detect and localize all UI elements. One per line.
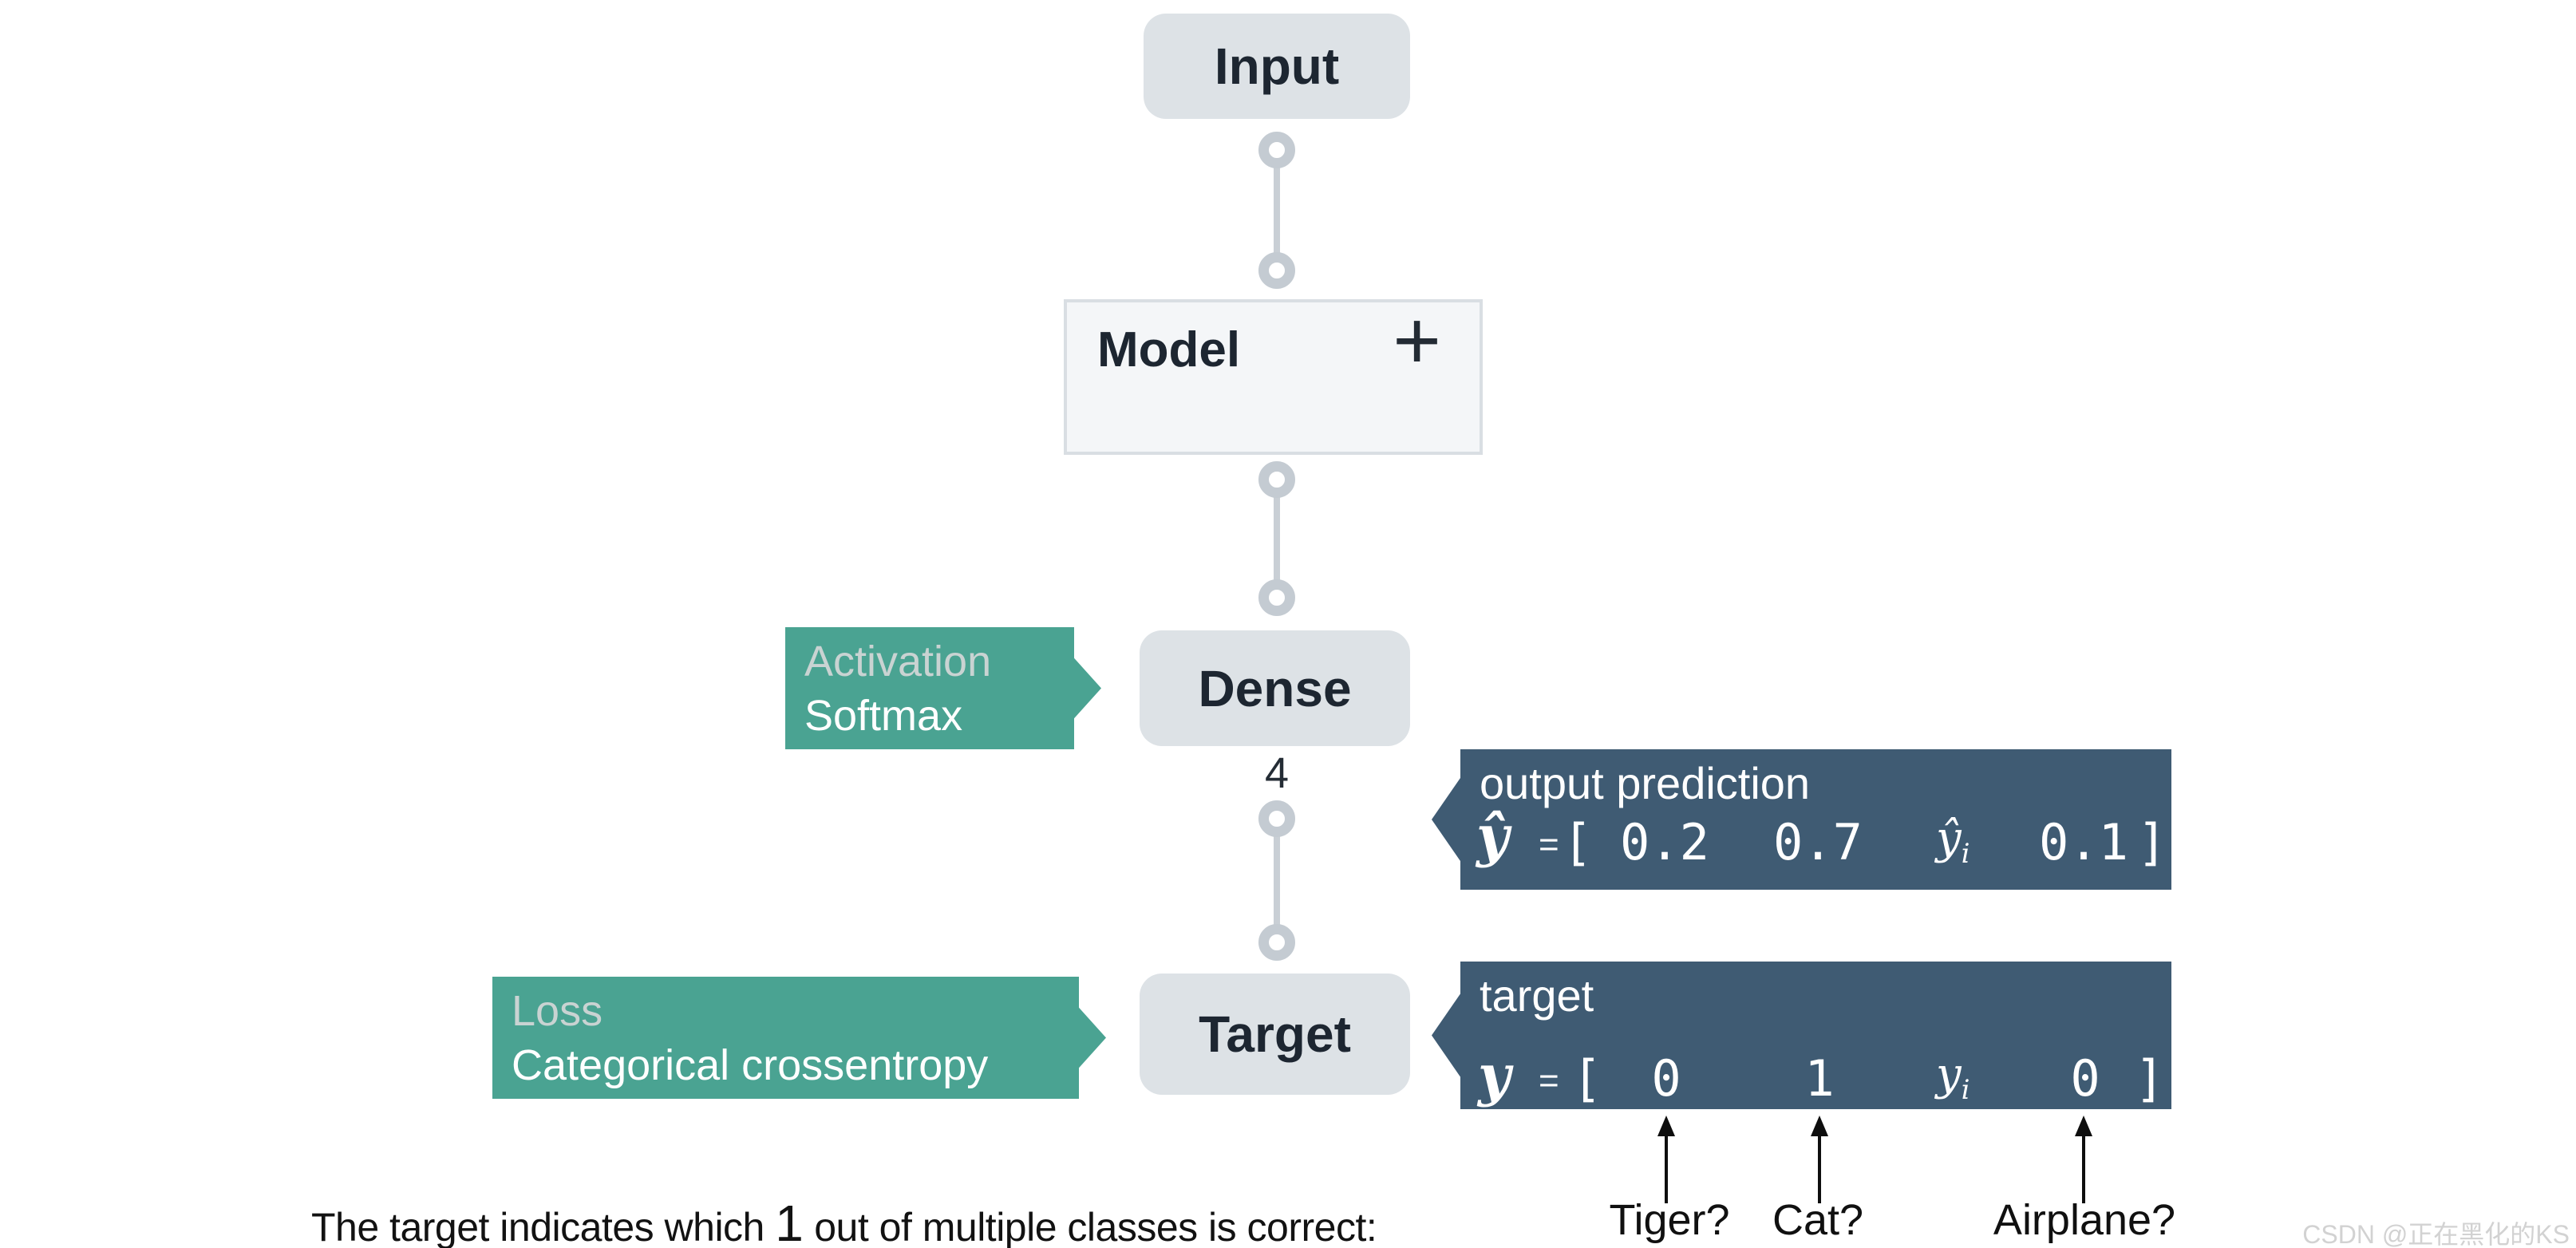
equals-sign: = xyxy=(1539,825,1559,864)
output-port[interactable] xyxy=(1258,132,1295,168)
dense-layer-label: Dense xyxy=(1198,659,1352,717)
activation-callout-category: Activation xyxy=(804,637,992,685)
class-label-cat: Cat? xyxy=(1772,1196,1864,1244)
target-vector-title: target xyxy=(1480,970,1594,1021)
equals-sign: = xyxy=(1539,1061,1559,1100)
input-layer-label: Input xyxy=(1214,38,1340,95)
model-group-label: Model xyxy=(1097,322,1241,377)
dense-layer-node[interactable]: Dense xyxy=(1140,630,1410,746)
caption-number: 1 xyxy=(775,1195,804,1248)
input-layer-node[interactable]: Input xyxy=(1144,14,1410,119)
callout-arrow-left-icon xyxy=(1432,776,1462,863)
output-prediction-callout: output prediction ŷ = [ 0.2 0.7 ŷi 0.1 ] xyxy=(1432,749,2171,890)
loss-callout-category: Loss xyxy=(512,986,603,1035)
bracket-close: ] xyxy=(2137,813,2167,871)
activation-callout: Activation Softmax xyxy=(785,627,1101,749)
input-port[interactable] xyxy=(1258,579,1295,616)
target-value: 0 xyxy=(2070,1049,2100,1108)
watermark-text: CSDN @正在黑化的KS xyxy=(2302,1220,2570,1248)
output-port[interactable] xyxy=(1258,461,1295,498)
prediction-value: 0.2 xyxy=(1620,813,1709,871)
prediction-value: 0.7 xyxy=(1773,813,1863,871)
y-i-symbol: yi xyxy=(1936,1049,1970,1107)
connector-line xyxy=(1274,480,1280,598)
class-label-airplane: Airplane? xyxy=(1993,1196,2176,1244)
loss-callout: Loss Categorical crossentropy xyxy=(492,977,1106,1099)
model-group-node[interactable]: Model + xyxy=(1064,299,1483,455)
class-label-tiger: Tiger? xyxy=(1609,1196,1730,1244)
input-port[interactable] xyxy=(1258,252,1295,289)
input-port[interactable] xyxy=(1258,924,1295,961)
up-arrow-icon xyxy=(1809,1116,1830,1203)
target-node[interactable]: Target xyxy=(1140,974,1410,1095)
activation-callout-value: Softmax xyxy=(804,691,963,740)
callout-arrow-right-icon xyxy=(1077,1005,1106,1070)
output-port[interactable] xyxy=(1258,800,1295,837)
expand-plus-icon[interactable]: + xyxy=(1393,294,1441,387)
target-value: 1 xyxy=(1804,1049,1835,1108)
up-arrow-icon xyxy=(2073,1116,2094,1203)
loss-callout-value: Categorical crossentropy xyxy=(512,1041,989,1089)
prediction-value: 0.1 xyxy=(2039,813,2128,871)
yhat-i-symbol: ŷi xyxy=(1936,812,1970,871)
yhat-variable: ŷ xyxy=(1476,803,1509,869)
bracket-close: ] xyxy=(2135,1049,2165,1108)
y-variable: y xyxy=(1478,1042,1511,1108)
caption-text: The target indicates which 1 out of mult… xyxy=(311,1194,1377,1248)
bracket-open: [ xyxy=(1563,813,1593,871)
target-value: 0 xyxy=(1651,1049,1681,1108)
callout-arrow-left-icon xyxy=(1432,991,1462,1080)
up-arrow-icon xyxy=(1656,1116,1677,1203)
target-node-label: Target xyxy=(1199,1005,1351,1063)
output-prediction-title: output prediction xyxy=(1480,758,1811,808)
target-vector-callout: target y = [ 0 1 yi 0 ] xyxy=(1432,962,2171,1109)
dense-units-label: 4 xyxy=(1264,749,1290,797)
connector-line xyxy=(1274,150,1280,271)
connector-line xyxy=(1274,819,1280,942)
bracket-open: [ xyxy=(1572,1049,1602,1108)
callout-arrow-right-icon xyxy=(1073,656,1101,721)
